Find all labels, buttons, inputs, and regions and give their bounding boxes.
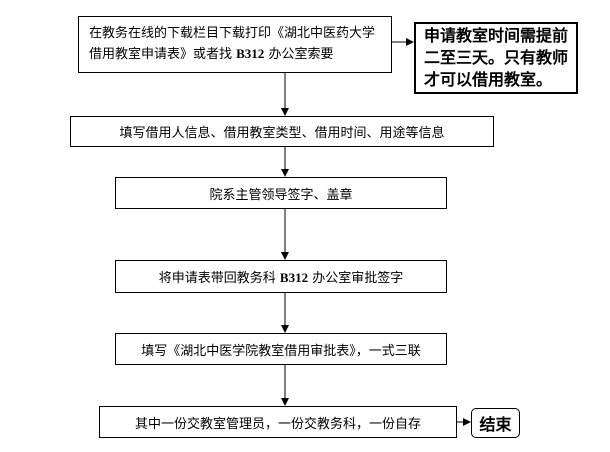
step-2-fill-info: 填写借用人信息、借用教室类型、借用时间、用途等信息 — [70, 116, 494, 147]
step-1-text: 在教务在线的下载栏目下载打印《湖北中医药大学借用教室申请表》或者找 — [89, 26, 376, 62]
step-1-text-end: 办公室索要 — [264, 47, 334, 62]
step-1-download-form: 在教务在线的下载栏目下载打印《湖北中医药大学借用教室申请表》或者找 B312 办… — [78, 16, 392, 73]
step-3-text: 院系主管领导签字、盖章 — [209, 187, 353, 203]
step-5-fill-approval-form: 填写《湖北中医学院教室借用审批表》，一式三联 — [115, 333, 447, 365]
end-text: 结束 — [479, 415, 512, 434]
room-code: B312 — [279, 270, 309, 285]
end-terminal: 结束 — [471, 408, 520, 438]
room-code: B312 — [236, 46, 265, 61]
step-4-text-end: 办公室审批签字 — [308, 271, 404, 286]
note-box: 申请教室时间需提前二至三天。只有教师才可以借用教室。 — [414, 22, 578, 94]
step-3-sign-seal: 院系主管领导签字、盖章 — [115, 177, 447, 209]
note-text: 申请教室时间需提前二至三天。只有教师才可以借用教室。 — [424, 26, 569, 89]
step-5-text: 填写《湖北中医学院教室借用审批表》，一式三联 — [141, 343, 421, 359]
step-6-text: 其中一份交教室管理员，一份交教务科，一份自存 — [134, 416, 421, 432]
step-4-text: 将申请表带回教务科 — [158, 271, 280, 286]
step-2-text: 填写借用人信息、借用教室类型、借用时间、用途等信息 — [119, 126, 445, 141]
step-4-approval: 将申请表带回教务科 B312 办公室审批签字 — [115, 260, 447, 293]
step-6-distribute-copies: 其中一份交教室管理员，一份交教务科，一份自存 — [99, 406, 457, 438]
